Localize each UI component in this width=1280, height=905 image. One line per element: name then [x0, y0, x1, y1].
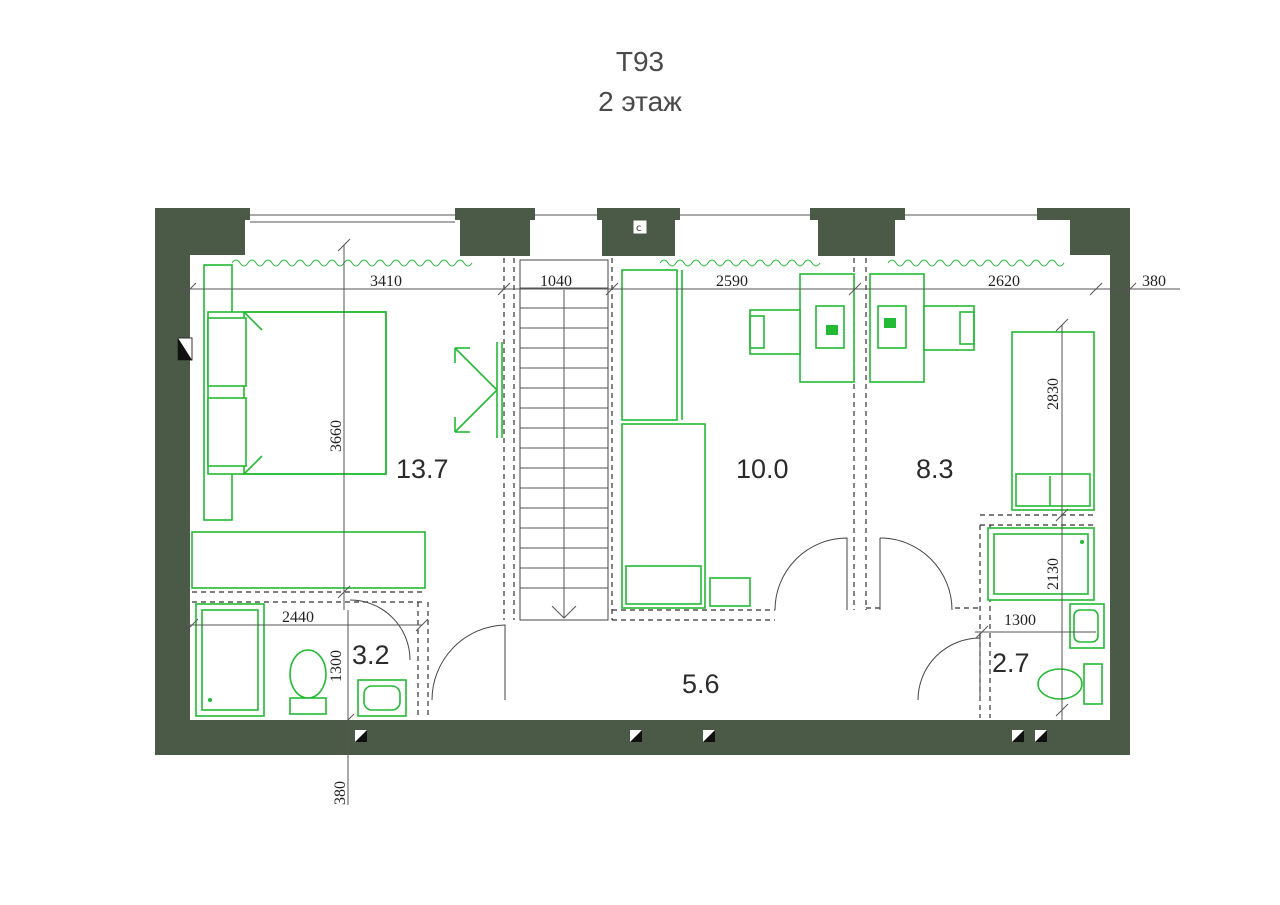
- area-bath2: 2.7: [992, 648, 1030, 678]
- walls: c: [155, 208, 1130, 755]
- pier-4: [818, 218, 895, 256]
- toilet-1: [289, 649, 327, 699]
- toilet-2: [1037, 668, 1083, 700]
- chair-right: [923, 305, 975, 351]
- vent-markers: [177, 337, 1047, 742]
- bathroom1-fixtures: [195, 603, 407, 717]
- wall-cap-right: [1037, 208, 1130, 220]
- shower-2: [987, 527, 1095, 601]
- dim-380-bottom: 380: [332, 781, 349, 805]
- area-hall: 5.6: [682, 669, 720, 699]
- svg-text:c: c: [636, 223, 642, 234]
- dim-2830: 2830: [1045, 378, 1062, 410]
- socket-icon: [633, 220, 647, 234]
- dim-1040: 1040: [540, 273, 572, 290]
- wall-cap-3: [597, 208, 680, 220]
- dim-3660: 3660: [328, 420, 345, 452]
- plan-title: Т93: [615, 46, 665, 77]
- desk-right: [869, 273, 925, 383]
- dim-3410: 3410: [370, 273, 402, 290]
- area-bedroom: 13.7: [396, 454, 449, 484]
- wall-cap-4: [810, 208, 905, 220]
- nightstand: [709, 577, 751, 607]
- area-bath1: 3.2: [352, 640, 390, 670]
- dim-2620: 2620: [988, 273, 1020, 290]
- wall-cap-2: [455, 208, 535, 220]
- dim-2440: 2440: [282, 609, 314, 626]
- room2-furniture: [621, 269, 855, 609]
- area-room3: 8.3: [916, 454, 954, 484]
- room3-furniture: [869, 273, 1095, 511]
- partitions: [192, 258, 1096, 718]
- floor-label: 2 этаж: [598, 86, 682, 117]
- wardrobe: [191, 531, 426, 589]
- bed-room3: [1011, 331, 1095, 511]
- pier-2: [460, 218, 530, 256]
- dimension-lines: [180, 238, 1180, 805]
- wall-cap-left: [155, 208, 250, 220]
- area-room2: 10.0: [736, 454, 789, 484]
- bathroom2-fixtures: [987, 527, 1105, 705]
- dim-1300-bath2: 1300: [1004, 612, 1036, 629]
- dim-wall-380: 380: [1142, 273, 1166, 290]
- single-bed: [621, 423, 706, 609]
- shelf: [621, 269, 678, 421]
- radiators: [231, 259, 1065, 267]
- bedroom-furniture: [191, 264, 503, 589]
- dim-1300-bath1: 1300: [328, 650, 345, 682]
- dim-2590: 2590: [716, 273, 748, 290]
- doors: [349, 537, 981, 701]
- staircase: [519, 259, 609, 621]
- dim-2130: 2130: [1045, 558, 1062, 590]
- shower-tray: [195, 603, 265, 717]
